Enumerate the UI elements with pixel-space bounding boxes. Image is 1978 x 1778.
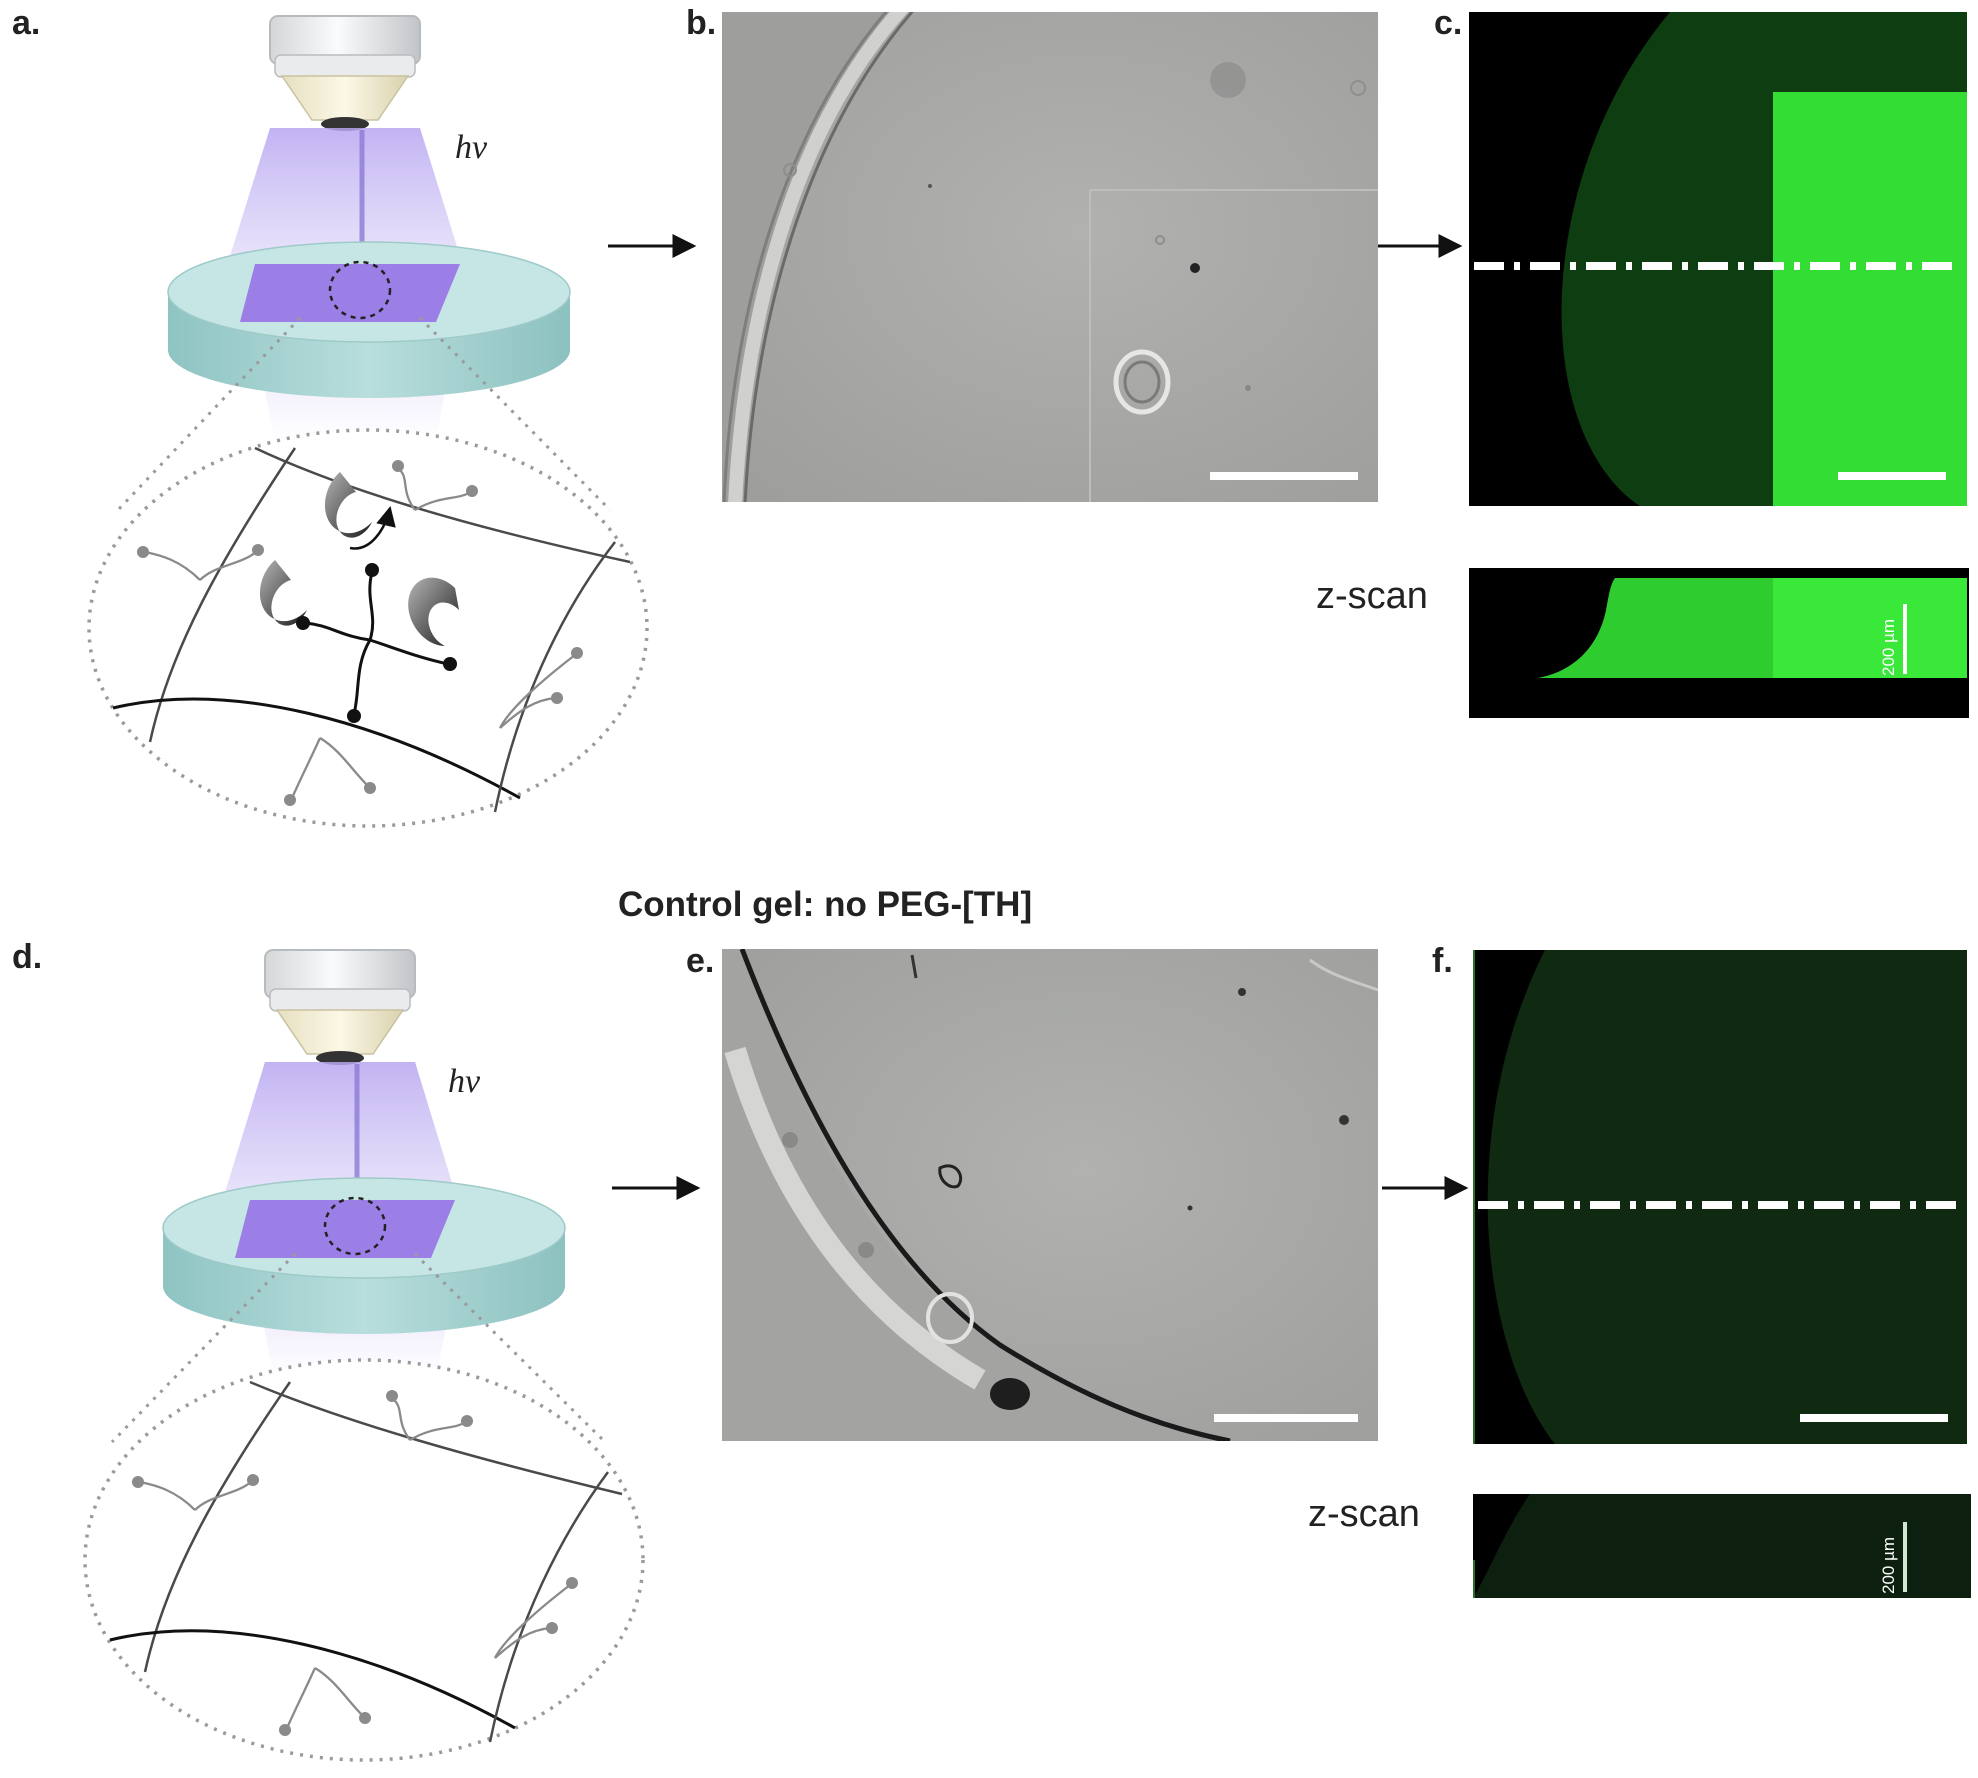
panel-e-brightfield: e.	[686, 942, 1378, 1441]
reaction-arrow	[349, 506, 396, 550]
patterned-region	[1773, 92, 1967, 506]
pendant-heads-d	[132, 1390, 578, 1736]
scale-bar-f	[1800, 1414, 1948, 1422]
gel-pattern-square	[240, 264, 460, 322]
petri-dish	[162, 1177, 566, 1334]
panel-label-b: b.	[686, 4, 716, 42]
zscan-bottom: z-scan 200 µm	[1308, 1493, 1971, 1598]
panel-label-f: f.	[1432, 942, 1453, 980]
scale-bar-e	[1214, 1414, 1358, 1422]
peg-arm-ends	[296, 563, 457, 723]
zscan-label-top: z-scan	[1316, 575, 1428, 617]
scale-bar-zscan-top	[1903, 604, 1907, 674]
light-symbol-d: hν	[448, 1063, 481, 1100]
scale-bar-c	[1838, 472, 1946, 480]
enzyme-icon	[259, 472, 459, 647]
panel-label-a: a.	[12, 4, 40, 42]
panel-f-fluorescence: f.	[1432, 942, 1967, 1444]
tetra-arm-peg-icon	[304, 571, 449, 715]
scale-bar-b	[1210, 472, 1358, 480]
gel-pattern-square	[235, 1200, 455, 1258]
objective-lens-icon	[264, 949, 416, 1065]
zscan-label-bottom: z-scan	[1308, 1493, 1420, 1535]
scale-bar-zscan-bottom	[1903, 1522, 1907, 1592]
scale-bar-text-bottom: 200 µm	[1879, 1537, 1898, 1594]
panel-d-schematic: d. hν	[12, 938, 645, 1762]
objective-lens-icon	[269, 15, 421, 131]
panel-a-schematic: a. hν	[12, 4, 649, 828]
polymer-network-icon	[112, 446, 631, 813]
panel-b-brightfield: b.	[686, 4, 1378, 502]
control-title: Control gel: no PEG-[TH]	[618, 885, 1032, 924]
scale-bar-text-top: 200 µm	[1879, 619, 1898, 676]
petri-dish	[167, 241, 571, 398]
pendant-heads-a	[137, 460, 583, 806]
panel-label-c: c.	[1434, 4, 1462, 42]
zoom-circle-d	[83, 1358, 645, 1762]
zoom-circle-a	[87, 428, 649, 828]
panel-label-e: e.	[686, 942, 714, 980]
panel-c-fluorescence: c.	[1434, 4, 1967, 506]
panel-label-d: d.	[12, 938, 42, 976]
zscan-top: z-scan 200 µm	[1316, 568, 1969, 718]
light-symbol-a: hν	[455, 129, 488, 166]
